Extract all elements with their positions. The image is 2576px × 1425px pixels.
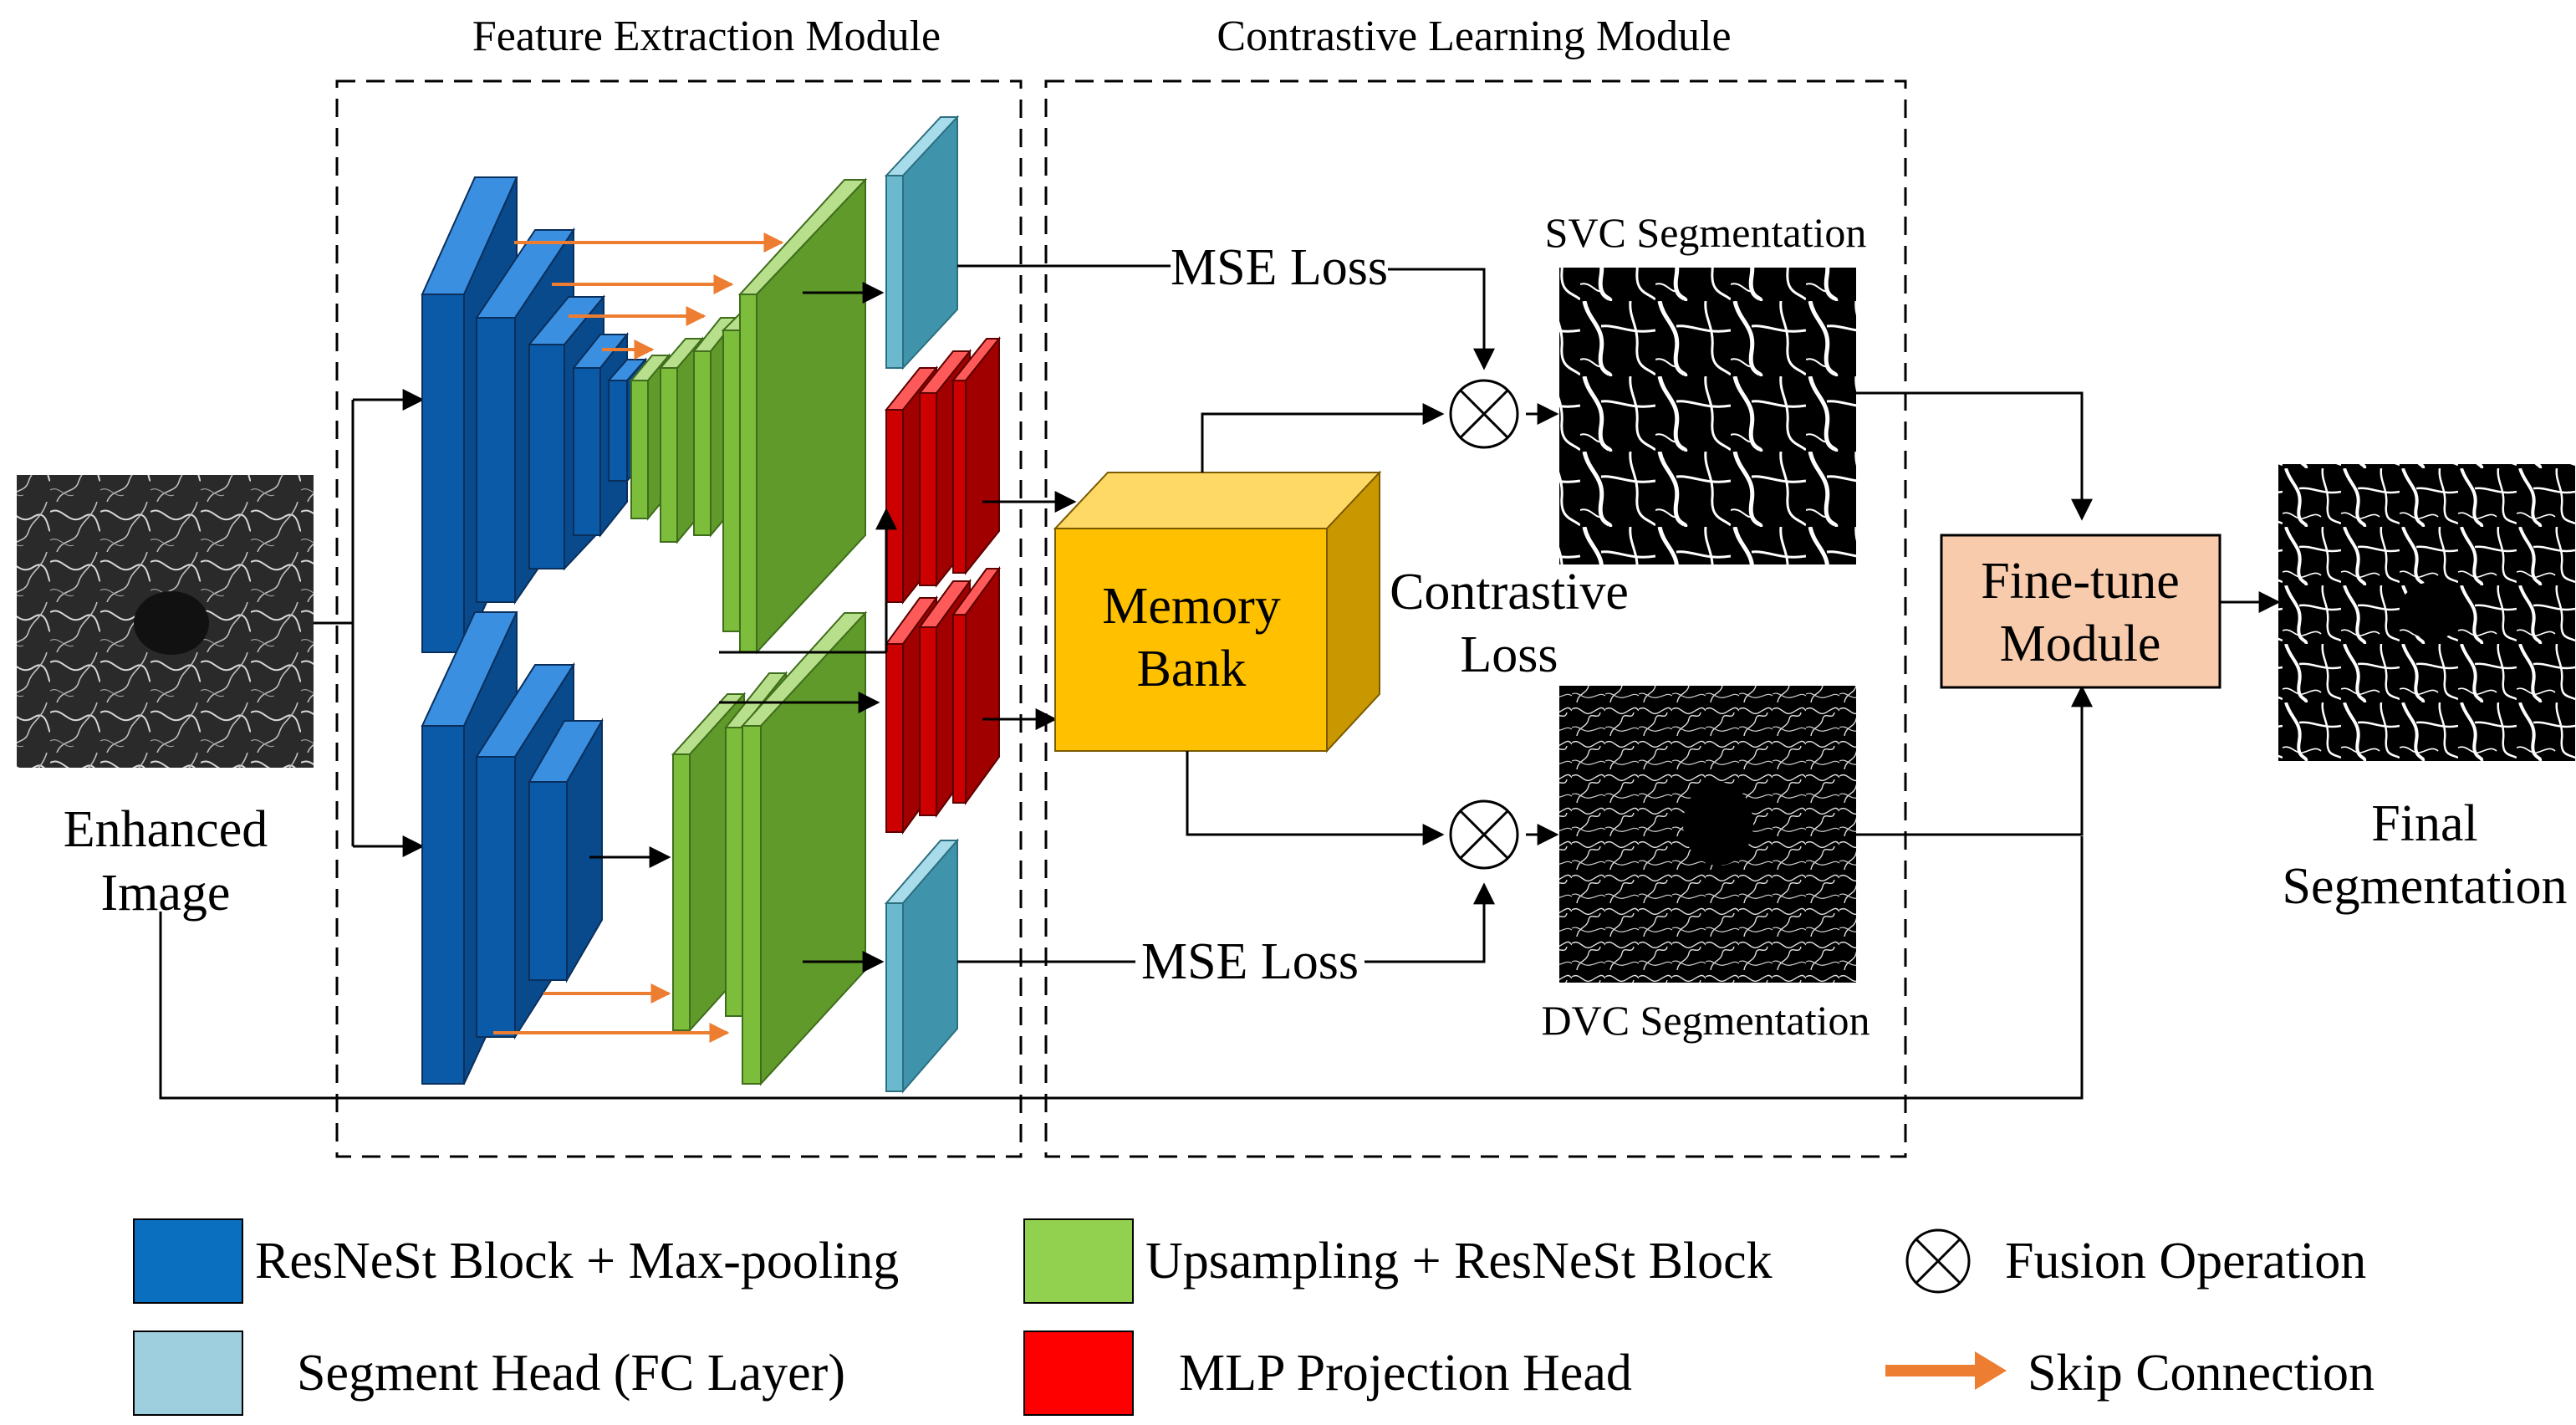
memory-bank-label-2: Bank [1137,641,1247,697]
enhanced-image [17,475,314,768]
contrastive-loss-label-2: Loss [1460,626,1558,683]
finetune-connectors [159,391,2281,1100]
legend-label-skip: Skip Connection [2028,1345,2375,1402]
legend-label-encoder: ResNeSt Block + Max-pooling [255,1233,899,1290]
mse-loss-top-label: MSE Loss [1171,239,1388,296]
top-decoder [629,177,868,655]
legend-swatch-projection-head [1023,1331,1134,1416]
mse-loss-connectors [957,264,1559,963]
input-connectors [314,389,425,857]
segment-head-bottom [884,838,960,1094]
circle-x-icon [1905,1228,1971,1294]
dvc-segmentation-image [1559,686,1856,983]
finetune-module [1940,534,2221,689]
memory-bank-label-1: Memory [1102,578,1281,635]
fusion-operator-bottom [1449,799,1519,870]
enhanced-image-label-2: Image [101,865,231,922]
final-segmentation-label-1: Final [2371,795,2477,852]
svc-segmentation-label: SVC Segmentation [1545,209,1867,256]
legend-label-decoder: Upsampling + ResNeSt Block [1145,1233,1773,1290]
legend-swatch-decoder [1023,1218,1134,1304]
legend-swatch-encoder [133,1218,243,1304]
orange-arrow-icon [1885,1351,2007,1390]
enhanced-image-label-1: Enhanced [64,801,268,858]
segment-head-top [884,115,960,370]
final-segmentation-image [2278,464,2575,761]
memory-bank [1053,470,1382,753]
contrastive-learning-title: Contrastive Learning Module [1217,13,1731,60]
legend-label-segment-head: Segment Head (FC Layer) [297,1345,845,1402]
bottom-encoder [421,611,604,1085]
skip-connections [493,232,784,1043]
projection-head-bottom [885,565,1001,835]
finetune-label-2: Module [2000,615,2161,672]
finetune-label-1: Fine-tune [1981,553,2180,610]
legend-label-projection-head: MLP Projection Head [1179,1345,1632,1402]
final-segmentation-label-2: Segmentation [2283,858,2568,915]
projection-head-top [884,336,1002,605]
legend: ResNeSt Block + Max-pooling Upsampling +… [133,1218,2375,1416]
internal-arrows [589,282,1077,973]
fusion-operator-top [1449,379,1519,449]
bottom-decoder [671,610,868,1086]
dvc-segmentation-label: DVC Segmentation [1541,997,1870,1044]
legend-swatch-segment-head [133,1331,243,1416]
legend-label-fusion: Fusion Operation [2005,1233,2366,1290]
svc-segmentation-image [1559,268,1856,564]
feature-extraction-title: Feature Extraction Module [472,13,941,60]
mse-loss-bottom-label: MSE Loss [1141,933,1359,990]
contrastive-loss-label-1: Contrastive [1390,564,1629,621]
top-encoder [421,176,648,653]
